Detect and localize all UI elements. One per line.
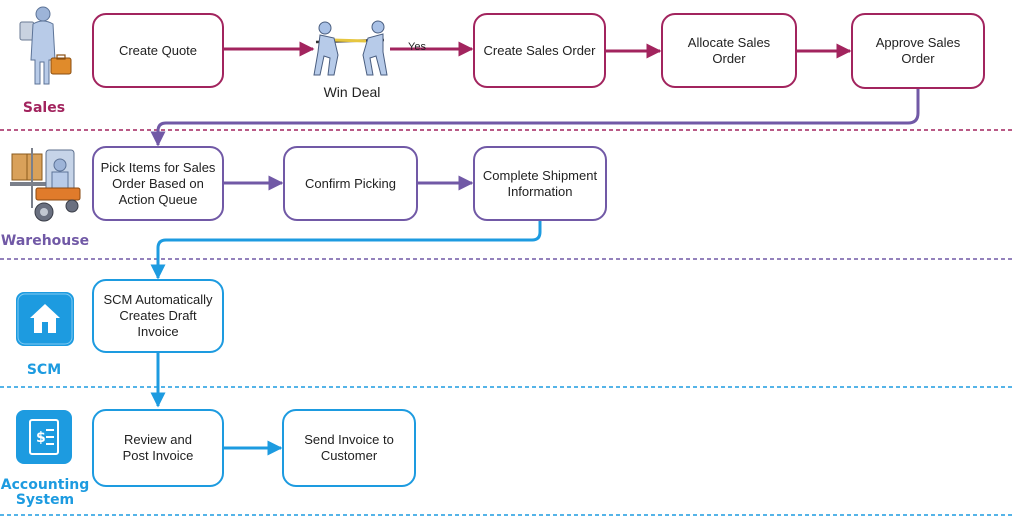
step-send-invoice[interactable]: Send Invoice to Customer [282,409,416,487]
step-scm-draft-invoice[interactable]: SCM Automatically Creates Draft Invoice [92,279,224,353]
step-confirm-picking[interactable]: Confirm Picking [283,146,418,221]
invoice-icon: $ [16,410,72,464]
lane-label-scm: SCM [26,362,62,378]
lane-label-sales: Sales [22,100,66,116]
step-complete-shipment[interactable]: Complete Shipment Information [473,146,607,221]
tug-of-war-icon [313,20,388,76]
yes-label: Yes [408,41,426,53]
salesperson-icon [19,6,72,85]
step-review-post-invoice[interactable]: Review and Post Invoice [92,409,224,487]
lane-label-warehouse: Warehouse [0,233,90,249]
step-pick-items[interactable]: Pick Items for Sales Order Based on Acti… [92,146,224,221]
step-create-sales-order[interactable]: Create Sales Order [473,13,606,88]
forklift-icon [10,148,81,222]
arrow-shipment-to-scm [150,220,542,280]
scm-house-icon [16,292,74,346]
lane-label-accounting: Accounting System [0,477,90,508]
step-allocate-sales-order[interactable]: Allocate Sales Order [661,13,797,88]
step-approve-sales-order[interactable]: Approve Sales Order [851,13,985,89]
svg-text:$: $ [36,430,46,446]
win-deal-label: Win Deal [323,84,381,100]
step-create-quote[interactable]: Create Quote [92,13,224,88]
arrow-approve-to-pick [150,89,920,147]
